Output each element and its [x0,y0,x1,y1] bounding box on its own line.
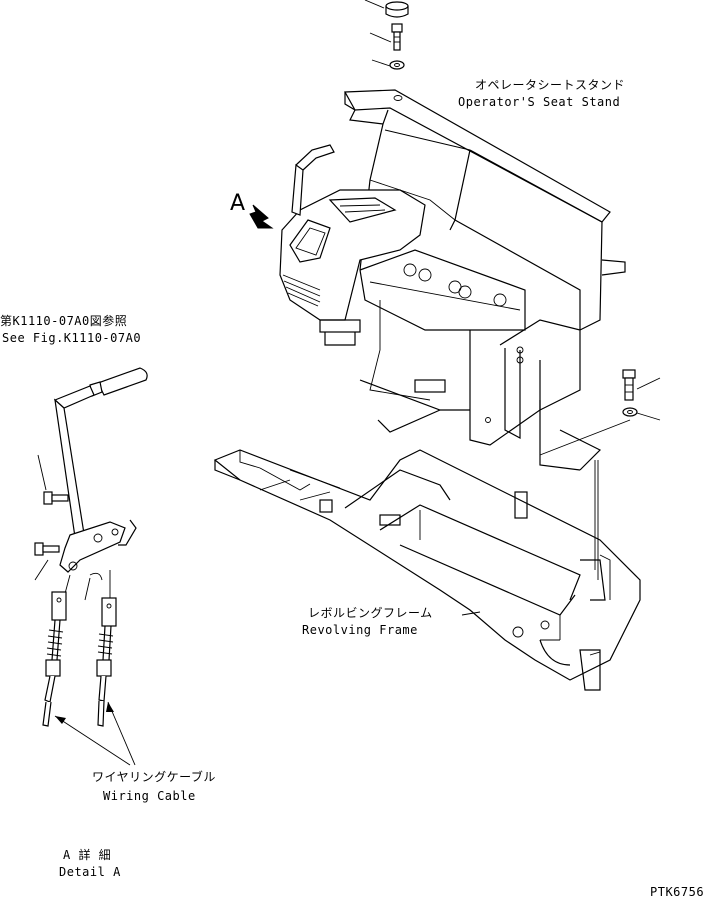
wiring-leaders [54,701,136,766]
see-fig-label-en: See Fig.K1110-07A0 [2,331,141,345]
right-bolt [622,369,661,401]
control-box [279,189,426,346]
revolving-frame-label-en: Revolving Frame [302,623,418,637]
detail-clip [84,519,137,601]
wiring-cable-label-en: Wiring Cable [103,789,196,803]
detail-bolt-upper [37,454,69,505]
drawing-code: PTK6756 [650,885,704,899]
see-fig-label-jp: 第K1110-07A0図参照 [0,313,127,328]
detail-label-jp: A 詳 細 [63,847,111,862]
view-arrow-a: A [230,191,274,229]
cap-nut [364,0,409,18]
revolving-frame [213,400,641,691]
cable-left [42,574,71,727]
revolving-frame-label-jp: レボルビングフレーム [308,606,433,620]
seat-stand-label-en: Operator'S Seat Stand [458,95,620,109]
upper-lever [291,144,335,216]
revolving-leader [461,611,481,616]
detail-label-en: Detail A [59,865,121,879]
top-bolt [369,23,403,51]
detail-lever [53,367,148,573]
seat-stand-label-jp: オペレータシートスタンド [475,78,625,92]
right-washer [622,407,661,421]
cable-right [96,570,117,727]
operator-seat-stand [344,89,626,446]
detail-bolt-lower [34,542,60,581]
wiring-cable-label-jp: ワイヤリングケーブル [92,769,216,784]
view-marker-a: A [230,191,245,216]
top-washer [371,59,405,70]
